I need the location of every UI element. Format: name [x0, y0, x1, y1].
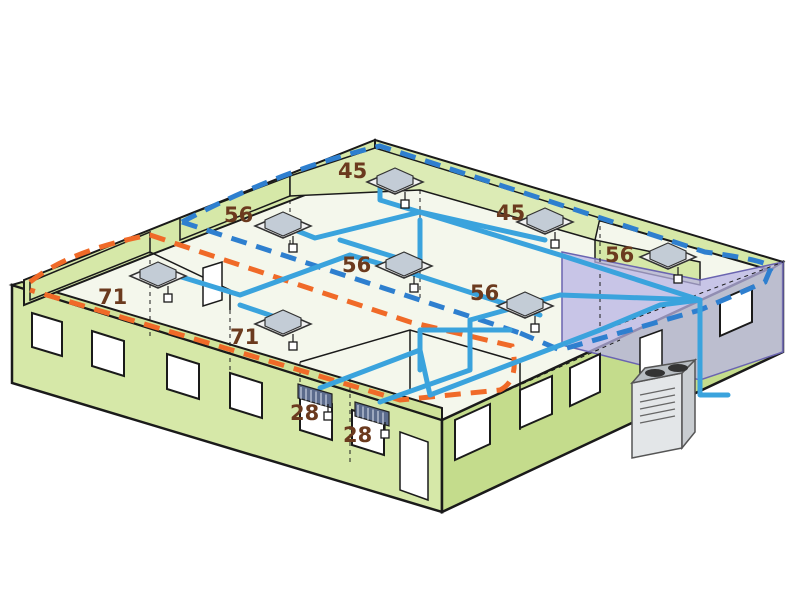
cassette-unit-body	[139, 261, 177, 287]
refrigerant-piping	[172, 177, 731, 405]
indoor-unit: 28	[343, 401, 390, 447]
orange-zone-outline	[28, 232, 517, 403]
controller-icon	[400, 199, 410, 209]
controller-icon	[163, 293, 173, 303]
controller-icon	[673, 274, 683, 284]
indoor-unit: 71	[230, 309, 313, 351]
unit-capacity-label: 71	[230, 325, 259, 349]
cassette-unit-body	[649, 242, 687, 268]
controller-icon	[380, 429, 390, 439]
indoor-unit: 71	[98, 261, 188, 309]
indoor-units: 45 45 56 56 56 56 71 71 28 28	[98, 159, 698, 447]
unit-capacity-label: 28	[343, 423, 372, 447]
unit-capacity-label: 56	[342, 253, 371, 277]
controller-icon	[288, 341, 298, 351]
unit-capacity-label: 56	[605, 243, 634, 267]
controller-icon	[550, 239, 560, 249]
cassette-unit-body	[506, 291, 544, 317]
unit-capacity-label: 56	[224, 203, 253, 227]
building	[8, 138, 786, 514]
cassette-unit-body	[264, 211, 302, 237]
controller-icon	[323, 411, 333, 421]
outdoor-unit-grille	[639, 387, 676, 424]
cassette-unit-body	[376, 167, 414, 193]
outdoor-unit-side	[681, 358, 696, 451]
indoor-unit: 45	[496, 201, 575, 249]
windows-left	[31, 311, 385, 457]
cassette-unit-body	[264, 309, 302, 335]
unit-capacity-label: 45	[338, 159, 367, 183]
blue-zone-outline-inner	[181, 219, 521, 336]
controller-icon	[288, 243, 298, 253]
zone-outlines	[28, 143, 774, 403]
outdoor-unit	[629, 358, 698, 459]
indoor-unit: 56	[342, 251, 434, 293]
outdoor-unit-fan-1	[645, 369, 665, 377]
unit-capacity-label: 71	[98, 285, 127, 309]
blue-zone-outline	[180, 143, 774, 353]
cassette-unit-body	[385, 251, 423, 277]
unit-capacity-label: 28	[290, 401, 319, 425]
indoor-unit: 56	[470, 281, 555, 333]
controller-icon	[530, 323, 540, 333]
indoor-unit: 56	[605, 242, 698, 284]
outdoor-unit-fan-2	[668, 364, 688, 372]
indoor-unit: 56	[224, 203, 313, 253]
indoor-unit: 28	[290, 383, 333, 425]
indoor-unit: 45	[338, 159, 425, 209]
unit-capacity-label: 56	[470, 281, 499, 305]
unit-capacity-label: 45	[496, 201, 525, 225]
controller-icon	[409, 283, 419, 293]
cassette-unit-body	[526, 207, 564, 233]
